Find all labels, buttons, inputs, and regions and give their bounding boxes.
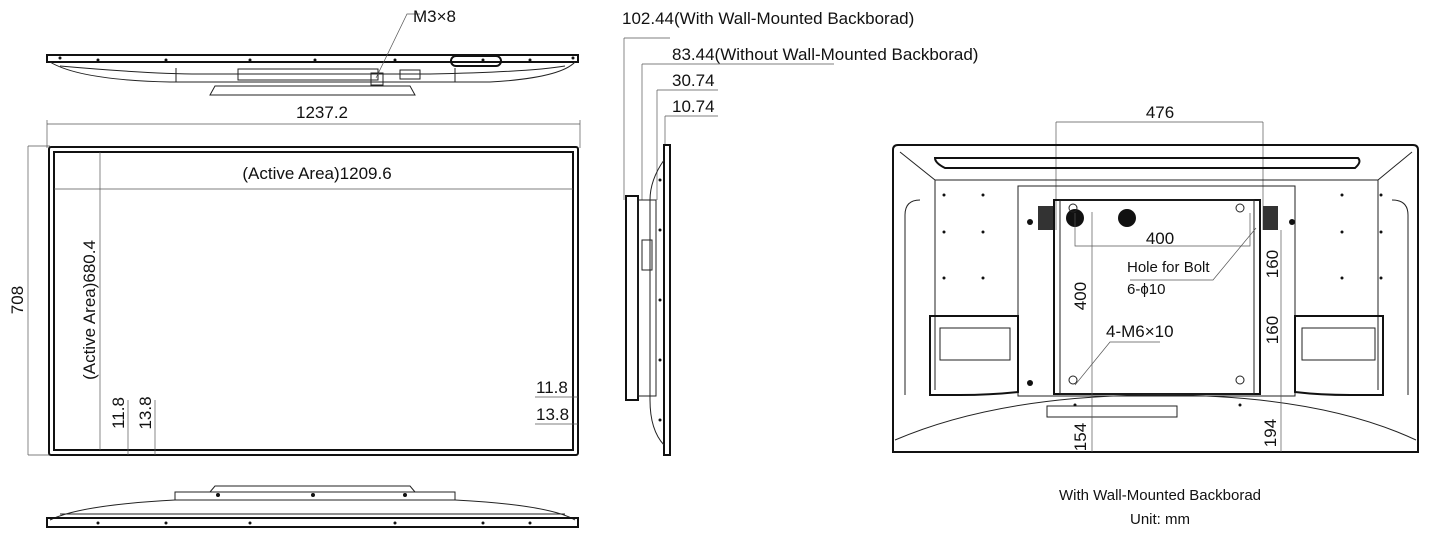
bottom-left-dim: 154 [1071, 423, 1090, 451]
active-height-dim: (Active Area)680.4 [80, 240, 99, 380]
back-view: 476 400 400 [892, 103, 1419, 528]
depth-10-dim: 10.74 [672, 97, 715, 116]
bolt-hole-spec: 6-ϕ10 [1127, 281, 1165, 298]
width-476-dim: 476 [1146, 103, 1174, 122]
bolt-hole-label: Hole for Bolt [1127, 259, 1210, 276]
depth-with-backboard-dim: 102.44(With Wall-Mounted Backborad) [622, 9, 914, 28]
overall-height-dim: 708 [8, 286, 27, 314]
overall-width-dim: 1237.2 [296, 103, 348, 122]
bottom-view [46, 485, 579, 528]
active-width-dim: (Active Area)1209.6 [242, 164, 391, 183]
unit-label: Unit: mm [1130, 511, 1190, 528]
screw-spec: 4-M6×10 [1106, 322, 1174, 341]
bottom-right-dim: 194 [1261, 419, 1280, 447]
vesa-height-dim: 400 [1071, 282, 1090, 310]
back-view-caption: With Wall-Mounted Backborad [1059, 487, 1261, 504]
screw-label: M3×8 [413, 7, 456, 26]
screw-boss [370, 72, 384, 86]
depth-30-dim: 30.74 [672, 71, 715, 90]
right-border-top-dim: 11.8 [536, 378, 568, 397]
pitch-lower-dim: 160 [1263, 316, 1282, 344]
front-view: 1237.2 708 (Active Area)1209.6 (Active A… [8, 103, 581, 456]
left-border-dim: 11.8 [109, 397, 128, 429]
top-view: M3×8 [46, 7, 579, 96]
side-view: 102.44(With Wall-Mounted Backborad) 83.4… [622, 9, 978, 456]
pitch-upper-dim: 160 [1263, 250, 1282, 278]
bottom-left-border-dim: 13.8 [136, 396, 155, 429]
depth-without-backboard-dim: 83.44(Without Wall-Mounted Backborad) [672, 45, 978, 64]
vesa-width-dim: 400 [1146, 229, 1174, 248]
right-border-bottom-dim: 13.8 [536, 405, 569, 424]
